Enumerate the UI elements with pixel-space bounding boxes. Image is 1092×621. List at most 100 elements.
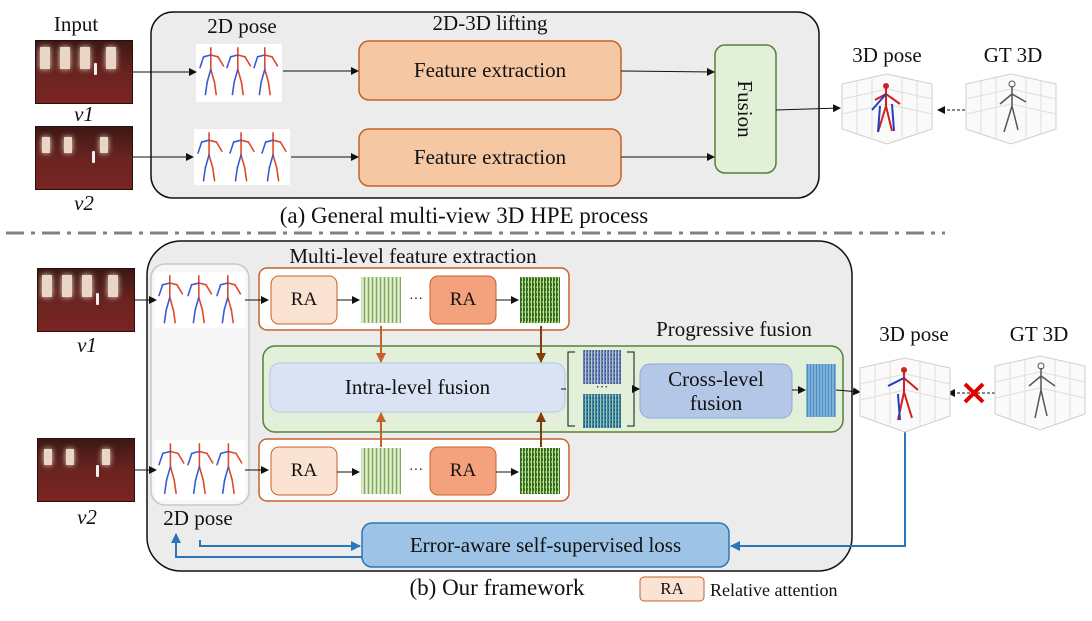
pose2d-limb	[197, 141, 203, 154]
pose2d-limb	[169, 450, 179, 455]
pose2d-limb	[237, 68, 243, 83]
feature-extraction-box-1	[358, 40, 622, 101]
pose3d-plot-top	[841, 73, 933, 145]
pose2d-limb	[194, 465, 201, 481]
loss-label: Error-aware self-supervised loss	[409, 532, 682, 557]
input-photo-v1-top	[35, 40, 133, 104]
input-photo-v2-top	[35, 126, 133, 190]
pose2d-limb	[226, 55, 232, 69]
pose2d-limb	[192, 309, 196, 324]
pose2d-limb	[172, 309, 176, 324]
pose2d-limb	[216, 283, 222, 297]
gt3d-label-bottom: GT 3D	[1009, 322, 1069, 346]
pose2d-limb	[163, 479, 168, 495]
blocked-cross-icon	[963, 382, 985, 404]
legend-ra-swatch	[639, 576, 705, 602]
pose2d-limb	[206, 452, 214, 464]
pose2d-limb	[231, 479, 235, 495]
pose2d-limb	[263, 68, 270, 83]
ra-label-v1-a: RA	[290, 289, 318, 311]
pose2d-limb	[194, 296, 200, 311]
pose3d-plot-bottom	[859, 357, 951, 433]
pose2d-limb	[198, 450, 208, 455]
feature-map-v2-low	[361, 448, 401, 494]
pose2d-limb	[206, 68, 212, 83]
pose2d-limb	[216, 452, 222, 466]
pose2d-limb	[223, 296, 229, 311]
pose2d-limb	[165, 296, 171, 311]
input-label: Input	[53, 12, 99, 36]
pose2d-limb	[231, 81, 235, 96]
legend-ra-label: RA	[660, 579, 684, 599]
loss-box	[361, 522, 730, 568]
cross-level-label: Cross-level fusion	[668, 366, 764, 415]
pose2d-limb	[202, 167, 207, 182]
pose2d-limb	[163, 309, 167, 324]
pose2d-limb	[236, 154, 242, 169]
pose2d-limb	[219, 282, 229, 286]
feature-extraction-label-1: Feature extraction	[413, 58, 567, 83]
ellipsis-v2: ···	[409, 462, 423, 478]
view1-label-top: v1	[74, 102, 94, 126]
final-feature-map	[806, 364, 836, 417]
pose2d-limb	[240, 81, 244, 96]
fused-map-high	[583, 394, 621, 428]
pose2d-limb	[227, 296, 233, 311]
pose2d-limb	[190, 282, 200, 286]
pose2d-limb	[165, 465, 172, 481]
pose2d-limb	[279, 141, 287, 153]
pose2d-limb	[272, 154, 278, 169]
pose2d-limb	[263, 54, 273, 58]
gt3d-plot-bottom	[994, 355, 1086, 431]
pose2d-limb	[266, 167, 271, 182]
pose2d-limb	[208, 139, 218, 143]
ellipsis-v1: ···	[409, 291, 423, 307]
pose2d-limb	[235, 452, 243, 464]
pose2d-limb	[256, 54, 266, 58]
pose2d-limb	[217, 55, 225, 67]
pose2d-limb	[227, 465, 233, 481]
pose2d-limb	[198, 282, 207, 286]
pose2d-limb	[229, 141, 235, 154]
pose2d-limb	[199, 55, 205, 69]
caption-b: (b) Our framework	[409, 575, 585, 600]
pose2d-limb	[210, 54, 219, 58]
pose2d-limb	[260, 68, 266, 83]
pose2d-limb	[261, 141, 267, 154]
intra-level-label: Intra-level fusion	[344, 375, 491, 400]
pose2d-limb	[191, 450, 201, 455]
pose2d-limb	[169, 296, 175, 311]
multilevel-title: Multi-level feature extraction	[289, 244, 537, 268]
pose2d-limb	[237, 54, 246, 58]
pose3d-label-bottom: 3D pose	[879, 322, 949, 346]
pose2d-limb	[204, 81, 208, 96]
pose2d-limb	[158, 283, 164, 297]
pose2d-limb	[244, 55, 252, 67]
pose2d-limb	[169, 282, 178, 286]
pose2d-limb	[268, 154, 274, 169]
ellipsis-fused: ···	[595, 378, 609, 394]
pose3d-label-top: 3D pose	[852, 43, 922, 67]
ra-block-v2-b	[429, 446, 497, 496]
pose2d-limb	[161, 282, 171, 286]
fused-map-low	[583, 350, 621, 384]
pose2d-limb	[201, 309, 205, 324]
pose2d-limb	[253, 55, 259, 69]
input-photo-v2-bottom	[37, 438, 135, 502]
pose2d-limb	[187, 452, 193, 466]
pose2d-limb	[229, 54, 239, 58]
pose2d-limb	[210, 68, 216, 83]
feature-map-v1-high	[520, 277, 560, 323]
pose2d-label-bottom: 2D pose	[163, 506, 233, 530]
input-photo-v1-bottom	[37, 268, 135, 332]
pose2d-limb	[162, 450, 172, 455]
pose2d-limb	[177, 452, 185, 464]
pose2d-limb	[267, 81, 272, 96]
pose2d-limb	[205, 283, 213, 295]
ra-label-v2-a: RA	[290, 460, 318, 482]
pose2d-limb	[258, 81, 263, 96]
pose2d-limb	[271, 55, 279, 67]
arrow-feat1-to-fusion	[620, 67, 715, 76]
lifting-title: 2D-3D lifting	[432, 11, 548, 35]
arrow-fusion-to-3d	[775, 104, 841, 113]
